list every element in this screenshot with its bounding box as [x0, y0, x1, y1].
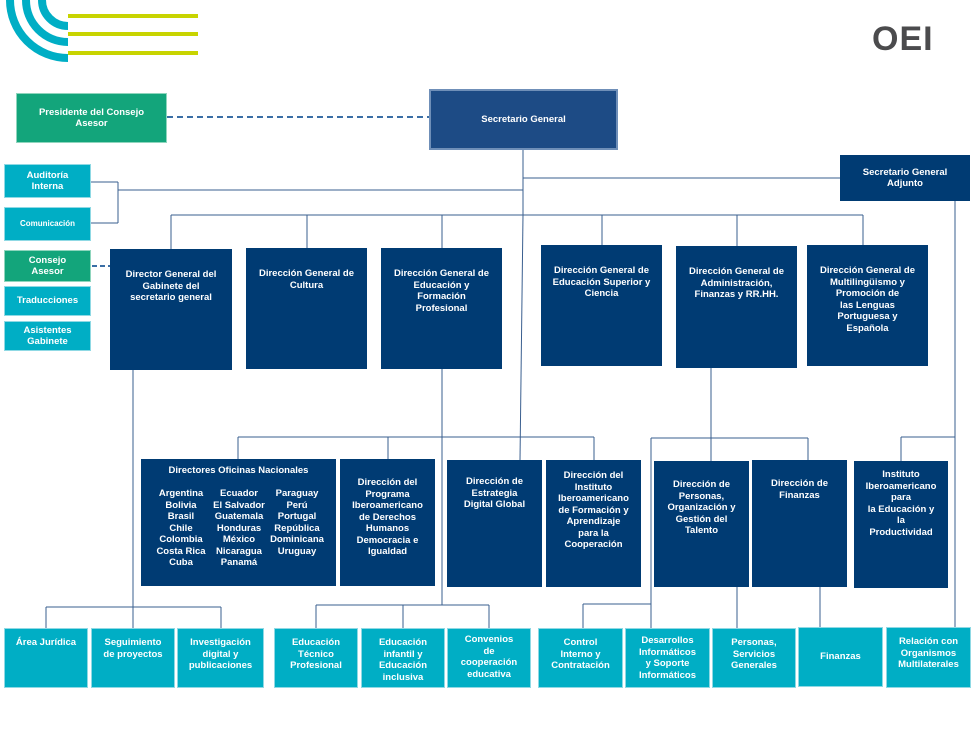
- oficina-country: Argentina: [158, 488, 204, 499]
- dg-multilinguismo-box: Dirección General de Multilingüismo y Pr…: [807, 245, 928, 366]
- oficinas-title: Directores Oficinas Nacionales: [168, 465, 309, 476]
- desarrollos-box: Desarrollos Informáticos y Soporte Infor…: [625, 628, 710, 688]
- logo-arcs: [6, 0, 198, 62]
- dg-educacion-box: Dirección General de Educación y Formaci…: [381, 248, 502, 369]
- oficina-country: Honduras: [216, 522, 262, 534]
- oficina-country: Paraguay: [275, 488, 319, 499]
- dg-administracion-box: Dirección General de Administración, Fin…: [676, 246, 797, 368]
- oficina-country: Cuba: [169, 557, 193, 568]
- instituto-productividad-box: Instituto Iberoamericano para la Educaci…: [854, 461, 948, 588]
- educacion-tecnico-box: Educación Técnico Profesional: [274, 628, 358, 688]
- oficina-country: Costa Rica: [156, 545, 206, 557]
- area-juridica-box: Área Jurídica: [4, 628, 88, 688]
- relacion-organismos-box: Relación con Organismos Multilaterales: [886, 627, 971, 688]
- oficinas-col-3: Paraguay Perú Portugal República Dominic…: [267, 488, 327, 557]
- dg-superior-box: Dirección General de Educación Superior …: [541, 245, 662, 366]
- oficina-country: Brasil: [167, 511, 195, 522]
- control-interno-box: Control Interno y Contratación: [538, 628, 623, 688]
- secretario-adjunto-box: Secretario General Adjunto: [840, 155, 970, 201]
- auditoria-box: Auditoría Interna: [4, 164, 91, 198]
- oei-logo: OEI: [872, 20, 934, 58]
- programa-ddhh-box: Dirección del Programa Iberoamericano de…: [340, 459, 435, 586]
- oficinas-nacionales-box: Directores Oficinas Nacionales Argentina…: [141, 459, 336, 586]
- oficina-country: Chile: [169, 522, 193, 534]
- oficina-country: Guatemala: [214, 511, 264, 522]
- dg-cultura-box: Dirección General de Cultura: [246, 248, 367, 369]
- oficina-country: República: [274, 522, 320, 534]
- direccion-finanzas-box: Dirección de Finanzas: [752, 460, 847, 587]
- asistentes-box: Asistentes Gabinete: [4, 321, 91, 351]
- oficina-country: Ecuador: [219, 488, 258, 499]
- oficina-country: Colombia: [159, 534, 203, 545]
- instituto-formacion-box: Dirección del Instituto Iberoamericano d…: [546, 460, 641, 587]
- investigacion-box: Investigación digital y publicaciones: [177, 628, 264, 688]
- estrategia-digital-box: Dirección de Estrategia Digital Global: [447, 460, 542, 587]
- oficina-country: Portugal: [277, 511, 317, 522]
- convenios-box: Convenios de cooperación educativa: [447, 628, 531, 688]
- oficinas-col-2: Ecuador El Salvador Guatemala Honduras M…: [209, 488, 269, 569]
- secretario-general-box: Secretario General: [429, 89, 618, 150]
- presidente-consejo-box: Presidente del Consejo Asesor: [16, 93, 167, 143]
- direccion-personas-box: Dirección de Personas, Organización y Ge…: [654, 461, 749, 587]
- oficina-country: México: [222, 534, 256, 545]
- personas-servicios-box: Personas, Servicios Generales: [712, 628, 796, 688]
- oficina-country: Panamá: [220, 557, 258, 568]
- comunicacion-box: Comunicación: [4, 207, 91, 241]
- traducciones-box: Traducciones: [4, 286, 91, 316]
- consejo-asesor-box: Consejo Asesor: [4, 250, 91, 282]
- director-gabinete-box: Director General del Gabinete del secret…: [110, 249, 232, 370]
- oficina-country: Nicaragua: [216, 545, 262, 557]
- finanzas-box: Finanzas: [798, 627, 883, 687]
- seguimiento-box: Seguimiento de proyectos: [91, 628, 175, 688]
- oficina-country: Perú: [286, 499, 308, 511]
- educacion-infantil-box: Educación infantil y Educación inclusiva: [361, 628, 445, 688]
- oficina-country: Bolivia: [165, 499, 197, 511]
- oficina-country: Uruguay: [277, 545, 317, 557]
- oficinas-col-1: Argentina Bolivia Brasil Chile Colombia …: [151, 488, 211, 569]
- oficina-country: Dominicana: [270, 534, 324, 545]
- oficina-country: El Salvador: [213, 499, 265, 511]
